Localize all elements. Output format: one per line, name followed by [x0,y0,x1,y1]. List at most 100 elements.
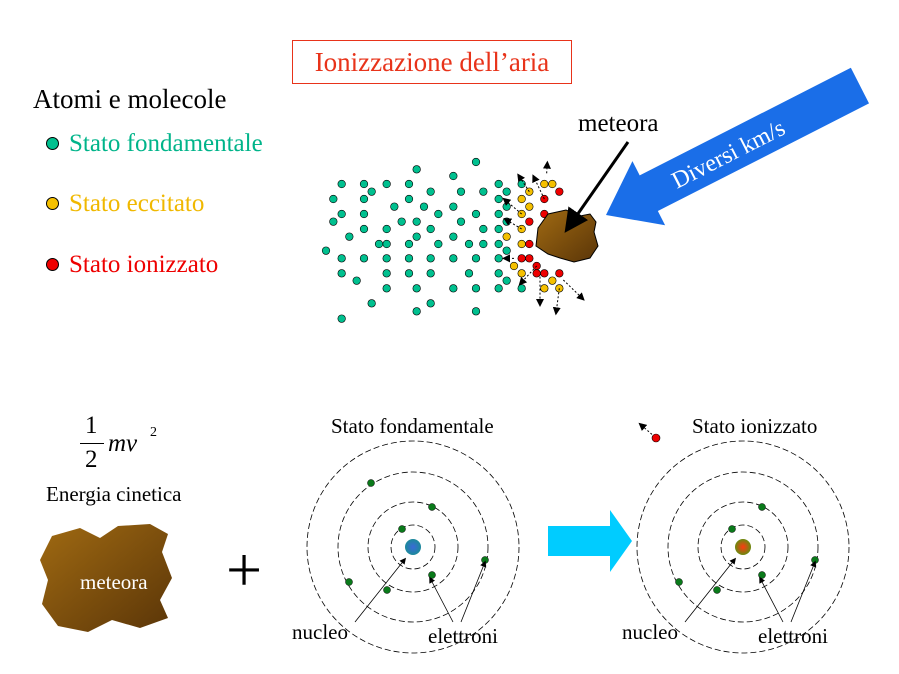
particle-ground [456,217,466,226]
particle-excited [502,232,511,241]
electron [398,525,406,533]
particle-ground [382,224,391,234]
electron [675,578,683,586]
particle-ground [426,187,435,196]
legend-item-ionized: Stato ionizzato [46,251,218,279]
formula-denominator: 2 [85,446,98,473]
particle-ground [419,202,429,211]
particle-ground [359,194,369,204]
particle-ground [471,284,481,293]
particle-ground [337,269,346,278]
orbit [720,524,766,570]
particle-ground [426,254,435,263]
particle-ground [434,239,443,249]
particle-ground [359,209,369,219]
atom-ground-title: Stato fondamentale [331,414,494,438]
particle-ground [449,202,458,211]
legend-label: Stato ionizzato [69,251,219,278]
particle-ground [329,217,338,226]
particle-ground [359,254,369,263]
nucleus-pointer [354,557,406,623]
legend-item-excited: Stato eccitato [46,190,204,218]
particle-ionized [525,217,534,226]
particle-ground [352,276,361,285]
meteor-label-bottom: meteora [80,570,148,594]
particle-excited [517,194,526,204]
particle-excited [540,179,549,189]
particle-ground [456,187,466,196]
orbit [636,440,850,654]
meteor-shape-bottom [40,524,172,632]
atom-ionized-state [636,440,850,654]
nucleus-pointer [684,557,736,623]
teal-dot-icon [46,136,59,150]
particle-ground [449,171,458,181]
particle-ground [412,217,421,226]
particle-ground [412,232,421,241]
particle-ground [464,269,474,278]
particle-ground [404,239,414,249]
particle-motion-arrow [532,174,545,200]
particle-motion-arrow [518,265,538,286]
particle-ground [502,202,511,211]
particle-ionized [517,254,526,263]
particle-ground [404,254,414,263]
particle-ground [382,179,391,189]
legend-item-ground: Stato fondamentale [46,130,263,158]
particle-ground [404,179,414,189]
atom-ground-state [306,440,520,654]
meteor-label-top: meteora [578,110,659,137]
particle-excited [540,284,549,293]
electron [383,586,391,594]
electron-pointer [759,576,784,623]
particle-motion-arrow [552,288,561,316]
particle-ground [479,239,488,249]
particle-ionized [525,254,534,263]
particle-motion-arrow [562,279,585,301]
particle-ground [502,276,511,285]
particle-ground [494,224,503,234]
particle-ground [412,165,421,174]
particle-ground [345,232,354,241]
particle-ground [412,307,421,316]
particle-ground [337,209,346,219]
particle-motion-arrow [517,173,530,192]
particle-ground [359,224,369,234]
particle-ground [502,246,511,255]
particle-excited [517,239,526,249]
slide-title: Ionizzazione dell’aria [292,40,572,84]
electron-pointer [460,560,487,623]
electron [713,586,721,594]
particle-ground [479,224,488,234]
meteor-pointer-arrow [564,141,630,233]
speed-arrow: Diversi km/s [606,67,870,226]
escaped-electron-arrow [638,422,656,438]
orbit [337,471,489,623]
particle-motion-arrow [503,217,522,230]
particle-ionized [540,269,549,278]
particle-ground [337,179,346,189]
particle-ground [382,269,391,278]
particle-cloud [321,157,585,323]
legend-heading: Atomi e molecole [33,84,227,114]
particle-ground [329,194,338,204]
particle-ground [382,284,391,293]
particle-ground [382,239,391,249]
particle-ground [449,254,458,263]
yellow-dot-icon [46,196,59,210]
particle-ground [494,284,503,293]
particle-ground [517,284,526,293]
particle-ground [471,209,481,219]
particle-ground [494,209,503,219]
fraction-bar [80,443,104,444]
escaped-electron [651,433,661,443]
particle-ground [494,194,503,204]
particle-ground [404,269,414,278]
electron [367,479,375,487]
particle-ground [449,232,458,241]
nucleus [735,539,751,555]
energy-label: Energia cinetica [46,482,182,506]
electron [758,503,766,511]
particle-ground [390,202,399,211]
